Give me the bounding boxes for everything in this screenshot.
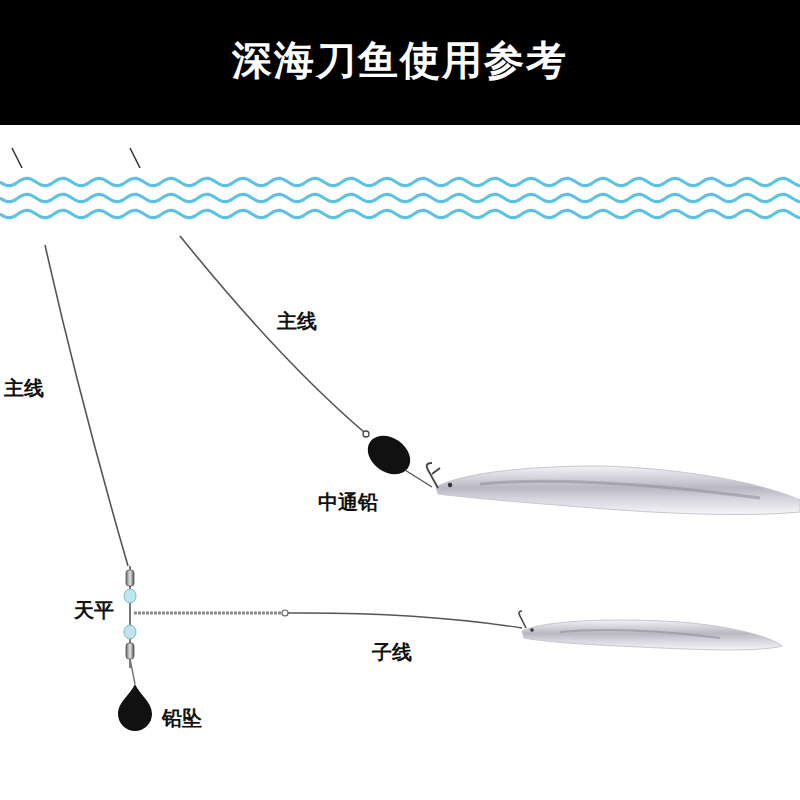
line-above-water [130,148,140,168]
sinker-wire [130,659,135,684]
part-label: 中通铅 [318,490,378,514]
main-line [180,236,364,432]
arm-eye [282,610,288,616]
leader-line [288,613,522,628]
lure-eye [530,628,534,632]
main-line [45,245,128,566]
lure-stripe [560,630,720,638]
line-eye [363,431,369,437]
balance-arm [134,612,282,615]
swivel [126,643,134,659]
swivel [126,570,134,586]
lead-sinker [118,684,152,731]
knife-fish-lure [436,466,800,514]
part-label: 子线 [372,640,412,664]
wave-line [0,210,800,218]
wave-line [0,194,800,202]
wave-line [0,178,800,186]
hook [519,611,526,628]
knife-fish-lure [522,620,782,650]
lure-eye [448,483,452,487]
lead-to-hook [405,470,432,487]
part-label: 天平 [74,598,114,622]
bead [124,589,136,603]
bead [124,625,136,639]
water-waves [0,178,800,218]
title: 深海刀鱼使用参考 [0,36,800,84]
part-label: 主线 [277,309,317,333]
lure-stripe [480,481,760,498]
part-label: 主线 [4,376,44,400]
line-above-water [12,148,22,168]
part-label: 铅坠 [162,706,202,730]
sliding-lead [360,428,417,482]
hook [427,463,440,488]
